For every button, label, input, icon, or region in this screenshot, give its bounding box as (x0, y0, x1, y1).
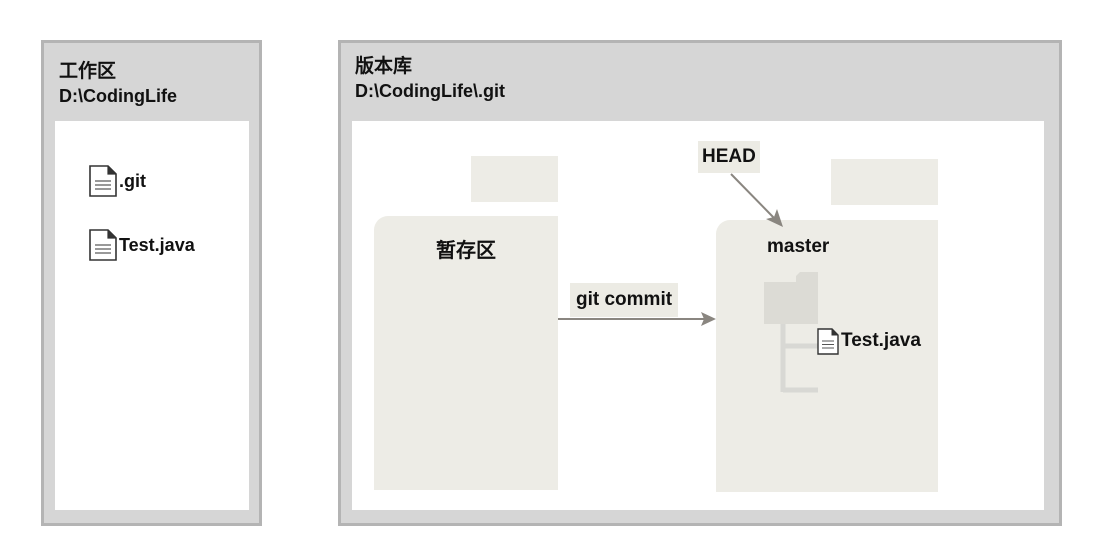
branch-file-test-java[interactable]: Test.java (815, 326, 921, 356)
file-name: Test.java (841, 330, 921, 351)
folder-tab (831, 159, 938, 205)
folder-tab (471, 156, 558, 202)
head-arrow (730, 173, 783, 227)
master-label: master (767, 236, 830, 257)
file-item-test-java[interactable]: Test.java (87, 227, 195, 263)
commit-arrow (558, 312, 716, 326)
file-icon (89, 229, 117, 261)
stage-label: 暂存区 (436, 238, 496, 262)
file-item-git[interactable]: .git (87, 163, 146, 199)
repository-path: D:\CodingLife\.git (355, 81, 505, 101)
file-icon (89, 165, 117, 197)
head-pointer-label: HEAD (698, 141, 760, 173)
folder-icon (764, 272, 818, 324)
working-directory-title: 工作区 (59, 60, 117, 82)
working-directory-content: .git Test.java (55, 121, 249, 510)
tree-lines (780, 324, 818, 393)
working-directory-path: D:\CodingLife (59, 86, 177, 106)
repository-title: 版本库 (355, 55, 413, 77)
git-commit-label: git commit (570, 283, 679, 317)
master-folder-body (716, 220, 938, 492)
stage-folder-body (374, 216, 558, 490)
file-name: Test.java (119, 234, 195, 255)
file-name: .git (119, 170, 146, 191)
working-directory-panel: 工作区 D:\CodingLife .git Test.java (41, 40, 262, 526)
file-icon (817, 328, 839, 355)
